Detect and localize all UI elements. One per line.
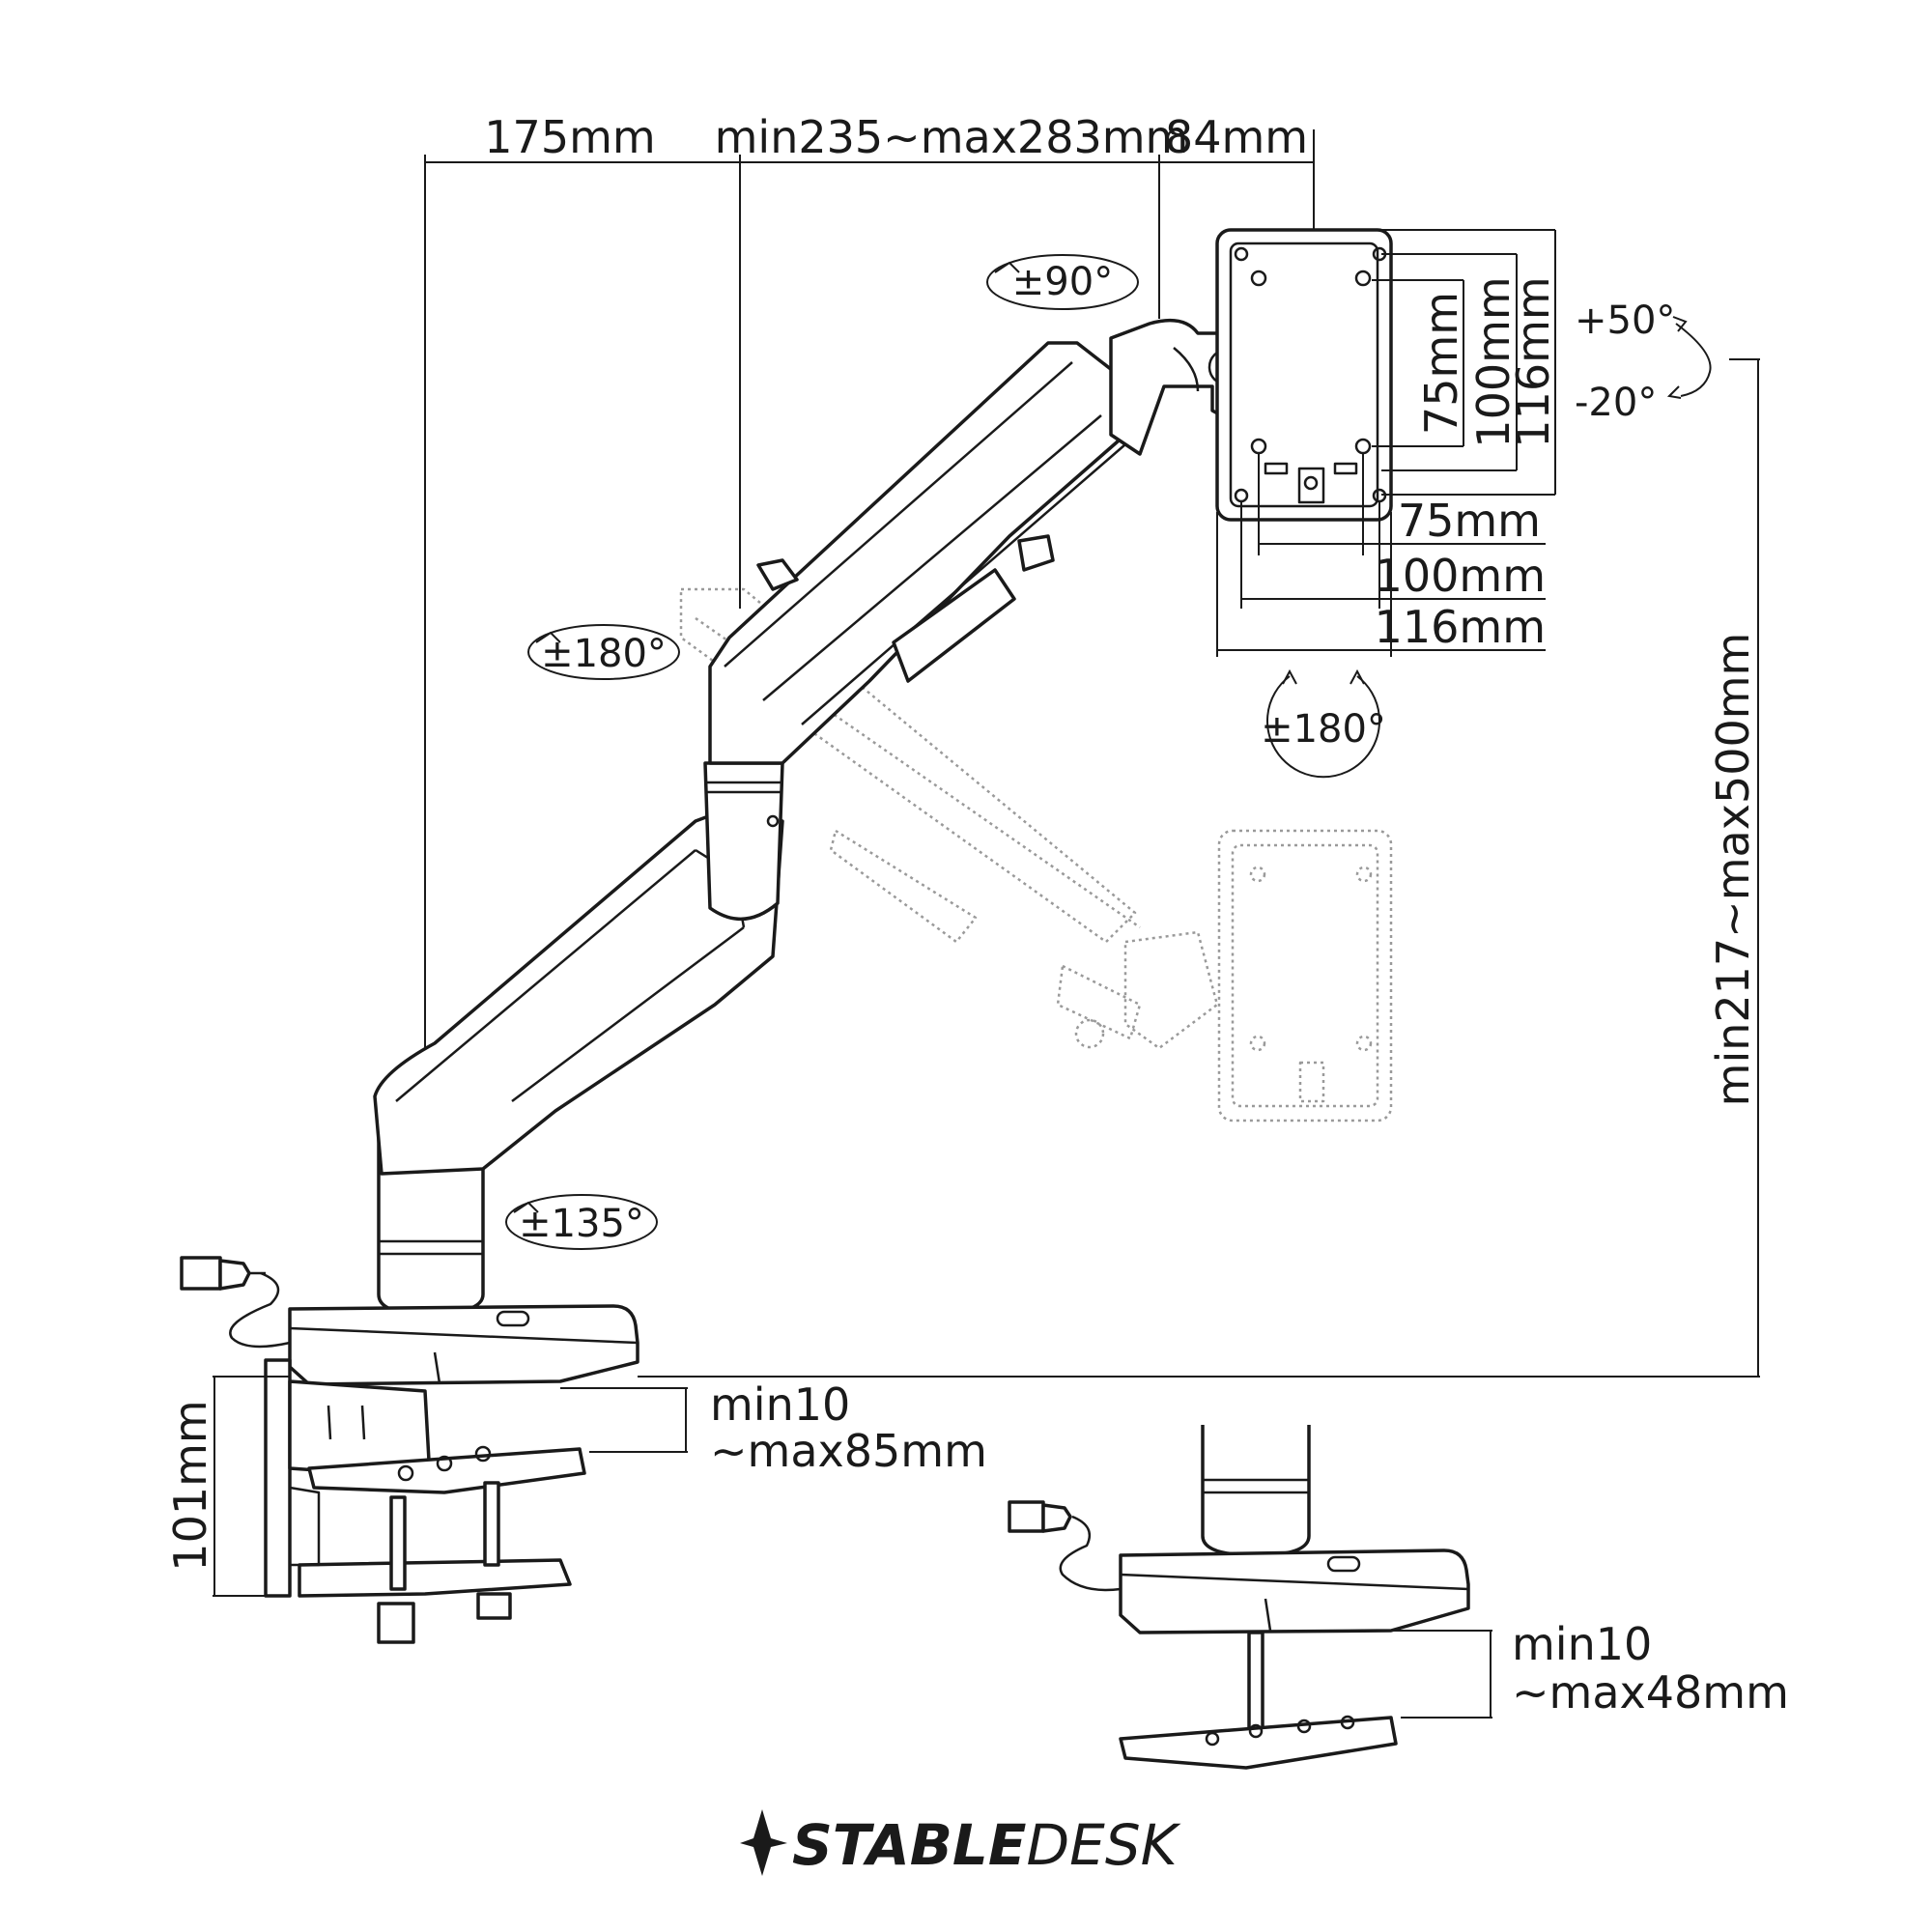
vesa-vertical-dimensions [1372,229,1556,496]
vesa-plate [1215,228,1393,522]
grommet-plug [1008,1500,1045,1533]
tilt-up-label: +50° [1575,298,1675,343]
clamp-body [264,1358,292,1598]
lower-arm [373,805,784,1176]
arm-reach-label: 175mm [484,111,655,163]
vesa-hole-br [1354,438,1372,455]
tilt-down-label: -20° [1575,381,1657,425]
vesa-100-vertical-label: 100mm [1467,276,1520,447]
grommet-cable [1059,1515,1122,1592]
head-offset-label: 84mm [1165,111,1308,163]
elbow-rotation-indicator [527,624,680,680]
base-rotation-label: ±135° [519,1202,644,1246]
clamp-range-label-1: min10 [710,1378,850,1431]
base-plate [288,1304,639,1386]
clamp-screw-left [389,1495,407,1591]
clamp-range-label-2: ~max85mm [710,1425,987,1477]
clamp-base [180,1256,639,1644]
forearm-range-label: min235~max283mm [715,111,1189,163]
brand-logo: STABLEDESK [740,1809,1181,1878]
screen-rotation-label: ±180° [1261,707,1386,752]
grommet-plate [1119,1716,1398,1770]
vesa-75-vertical-label: 75mm [1415,292,1467,435]
grommet-range-label-2: ~max48mm [1512,1666,1789,1719]
grommet-base [1008,1425,1470,1770]
head-swivel-label: ±90° [1012,260,1113,304]
plate-116-horizontal-label: 116mm [1375,601,1546,653]
grommet-base-plate [1119,1548,1470,1634]
plate-116-vertical-label: 116mm [1507,276,1559,447]
clamp-height-label: 101mm [164,1400,216,1571]
vesa-hole-tl [1250,270,1267,287]
top-dimension-lines [424,129,1315,1048]
vesa-horizontal-dimensions [1216,454,1546,657]
elbow-rotation-label: ±180° [541,632,667,676]
svg-text:STABLEDESK: STABLEDESK [792,1812,1181,1878]
vesa-75-horizontal-label: 75mm [1398,495,1541,547]
grommet-screw [1247,1631,1264,1741]
upper-arm [708,341,1127,765]
elbow-joint [703,761,784,921]
clamp-bottom-plate [298,1558,572,1598]
head-swivel-indicator [986,254,1139,310]
screen-rotation-indicator [1266,668,1380,779]
base-rotation-indicator [505,1194,658,1250]
brand-name-light: DESK [1027,1812,1181,1878]
vesa-hole-tr [1354,270,1372,287]
grommet-dimensions [1391,1630,1492,1719]
tilt-indicator [1666,316,1712,399]
monitor-arm [373,228,1393,1316]
height-range-label: min217~max500mm [1707,633,1759,1107]
power-plug [180,1256,222,1291]
power-cable [229,1271,291,1349]
grommet-pole [1201,1425,1311,1557]
vesa-100-horizontal-label: 100mm [1375,550,1546,602]
clamp-dimensions [213,1376,688,1597]
brand-star-icon [740,1809,787,1876]
brand-name-bold: STABLE [792,1812,1027,1878]
clamp-screw-right [483,1481,500,1567]
vesa-hole-bl [1250,438,1267,455]
grommet-range-label-1: min10 [1512,1618,1652,1670]
height-range-dimension [638,358,1760,1378]
